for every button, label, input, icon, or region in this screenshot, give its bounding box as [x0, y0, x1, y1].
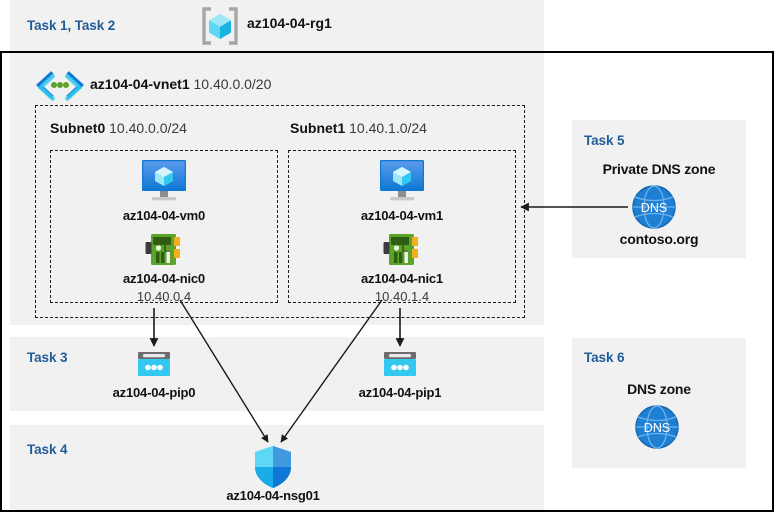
svg-text:DNS: DNS	[641, 201, 667, 215]
task-label-3: Task 3	[27, 350, 68, 365]
subnet1-box	[288, 150, 516, 303]
vnet-cidr: 10.40.0.0/20	[193, 76, 272, 92]
subnet1-name: Subnet1	[290, 120, 346, 136]
resource-group-panel	[10, 0, 544, 51]
nic0-label: az104-04-nic0	[123, 271, 205, 286]
network-interface-icon	[383, 232, 421, 273]
resource-group-name: az104-04-rg1	[247, 15, 332, 31]
nic0-ip: 10.40.0.4	[136, 289, 192, 304]
resource-group-icon	[199, 6, 241, 51]
virtual-network-icon	[34, 69, 86, 106]
task5-heading: Private DNS zone	[602, 161, 716, 177]
nsg-label: az104-04-nsg01	[226, 488, 320, 503]
task-label-4: Task 4	[27, 442, 68, 457]
pip1-label: az104-04-pip1	[358, 385, 442, 400]
virtual-machine-icon	[138, 158, 190, 209]
resource-group-name-text: az104-04-rg1	[247, 15, 332, 31]
task3-panel	[10, 337, 544, 411]
dns-zone-icon: DNS	[634, 404, 680, 455]
subnet0-cidr: 10.40.0.0/24	[109, 120, 187, 136]
task6-heading: DNS zone	[627, 381, 691, 397]
vm1-label: az104-04-vm1	[360, 208, 444, 223]
svg-text:DNS: DNS	[644, 421, 670, 435]
virtual-machine-icon	[376, 158, 428, 209]
subnet0-box	[50, 150, 278, 303]
pip0-label: az104-04-pip0	[112, 385, 196, 400]
task-label-5: Task 5	[584, 133, 625, 148]
task-label-1-2: Task 1, Task 2	[27, 18, 116, 33]
network-security-group-icon	[252, 444, 294, 495]
vnet-name: az104-04-vnet1	[90, 76, 190, 92]
subnet1-header: Subnet1 10.40.1.0/24	[290, 120, 427, 136]
public-ip-address-icon	[136, 350, 172, 385]
nic1-label: az104-04-nic1	[361, 271, 443, 286]
subnet0-header: Subnet0 10.40.0.0/24	[50, 120, 187, 136]
dns-zone-icon: DNS	[631, 184, 677, 235]
diagram-outer-frame	[0, 51, 774, 512]
task-label-6: Task 6	[584, 350, 625, 365]
vm0-label: az104-04-vm0	[122, 208, 206, 223]
subnet0-name: Subnet0	[50, 120, 106, 136]
network-interface-icon	[145, 232, 183, 273]
private-dns-zone-name: contoso.org	[619, 231, 699, 247]
vnet-header: az104-04-vnet1 10.40.0.0/20	[90, 76, 271, 92]
subnets-group-box	[35, 105, 525, 318]
subnet1-cidr: 10.40.1.0/24	[349, 120, 427, 136]
public-ip-address-icon	[382, 350, 418, 385]
nic1-ip: 10.40.1.4	[374, 289, 430, 304]
